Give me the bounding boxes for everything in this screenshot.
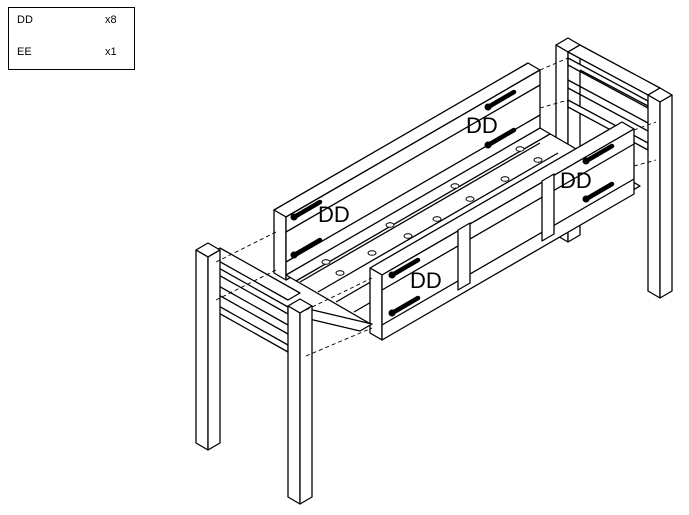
back-left-post (195, 242, 221, 451)
callout-front-right: DD (560, 168, 592, 193)
callout-front-left: DD (410, 268, 442, 293)
front-left-post (287, 298, 313, 505)
front-rail (369, 121, 635, 341)
callout-back-right: DD (466, 113, 498, 138)
front-right-post (647, 87, 673, 299)
parts-legend: DD x8 EE x1 (8, 7, 135, 70)
legend-code-dd: DD (17, 14, 33, 26)
legend-qty-ee: x1 (105, 46, 117, 58)
legend-qty-dd: x8 (105, 14, 117, 26)
callout-back-left: DD (318, 202, 350, 227)
back-rail (273, 62, 541, 281)
alignment-lines (215, 57, 657, 357)
legend-code-ee: EE (17, 46, 32, 58)
bolt-set (293, 89, 615, 315)
bolt-heads (290, 103, 590, 317)
deck-holes (321, 146, 543, 276)
left-end-rails (207, 247, 373, 353)
